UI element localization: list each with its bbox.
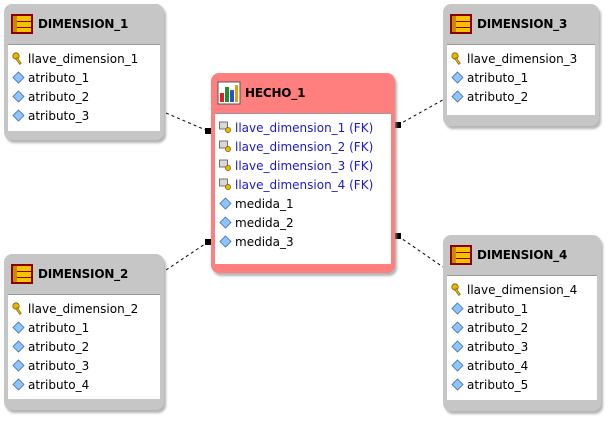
foreign-key-row[interactable]: llave_dimension_3 (FK) bbox=[215, 156, 391, 175]
table-icon bbox=[11, 264, 33, 284]
attribute-diamond-icon bbox=[451, 90, 464, 103]
attribute-diamond-icon bbox=[12, 321, 25, 334]
attribute-diamond-icon bbox=[12, 359, 25, 372]
attribute-diamond-icon bbox=[451, 302, 464, 315]
fact-table-icon bbox=[217, 81, 241, 105]
entity-body: llave_dimension_3 atributo_1 atributo_2 bbox=[447, 44, 595, 115]
attribute-diamond-icon bbox=[219, 197, 232, 210]
entity-title: HECHO_1 bbox=[245, 86, 306, 100]
connector-end-dimension-2 bbox=[205, 239, 211, 245]
entity-title: DIMENSION_1 bbox=[38, 17, 129, 31]
connector-dimension-3 bbox=[397, 96, 449, 126]
attribute-row[interactable]: atributo_3 bbox=[8, 356, 160, 375]
attribute-diamond-icon bbox=[451, 321, 464, 334]
entity-body: llave_dimension_2 atributo_1 atributo_2 … bbox=[8, 294, 160, 399]
attribute-diamond-icon bbox=[451, 359, 464, 372]
primary-key-icon bbox=[12, 52, 22, 65]
entity-header: HECHO_1 bbox=[217, 79, 389, 107]
attribute-diamond-icon bbox=[451, 378, 464, 391]
attribute-row[interactable]: atributo_4 bbox=[447, 356, 597, 375]
attribute-row[interactable]: atributo_1 bbox=[8, 318, 160, 337]
entity-header: DIMENSION_4 bbox=[449, 241, 595, 269]
foreign-key-icon bbox=[219, 178, 231, 190]
attribute-row[interactable]: atributo_1 bbox=[8, 68, 160, 87]
primary-key-row[interactable]: llave_dimension_4 bbox=[447, 280, 597, 299]
attribute-row[interactable]: atributo_3 bbox=[8, 106, 160, 125]
attribute-row[interactable]: atributo_2 bbox=[8, 87, 160, 106]
attribute-diamond-icon bbox=[219, 235, 232, 248]
entity-header: DIMENSION_3 bbox=[449, 10, 593, 38]
connector-end-dimension-4 bbox=[395, 233, 401, 239]
connector-end-dimension-1 bbox=[205, 128, 211, 134]
connector-dimension-4 bbox=[397, 235, 444, 268]
primary-key-row[interactable]: llave_dimension_1 bbox=[8, 49, 160, 68]
primary-key-row[interactable]: llave_dimension_2 bbox=[8, 299, 160, 318]
attribute-row[interactable]: atributo_2 bbox=[447, 87, 595, 106]
connector-dimension-1 bbox=[165, 112, 209, 132]
primary-key-icon bbox=[451, 283, 461, 296]
attribute-diamond-icon bbox=[12, 340, 25, 353]
attribute-row[interactable]: atributo_1 bbox=[447, 299, 597, 318]
entity-header: DIMENSION_2 bbox=[10, 260, 158, 288]
attribute-row[interactable]: atributo_5 bbox=[447, 375, 597, 394]
entity-title: DIMENSION_3 bbox=[477, 17, 568, 31]
primary-key-row[interactable]: llave_dimension_3 bbox=[447, 49, 595, 68]
entity-header: DIMENSION_1 bbox=[10, 10, 158, 38]
table-icon bbox=[450, 245, 472, 265]
foreign-key-row[interactable]: llave_dimension_4 (FK) bbox=[215, 175, 391, 194]
connector-end-dimension-3 bbox=[395, 122, 401, 128]
attribute-diamond-icon bbox=[12, 378, 25, 391]
attribute-row[interactable]: atributo_3 bbox=[447, 337, 597, 356]
attribute-diamond-icon bbox=[12, 71, 25, 84]
entity-body: llave_dimension_1 atributo_1 atributo_2 … bbox=[8, 44, 160, 131]
entity-body: llave_dimension_4 atributo_1 atributo_2 … bbox=[447, 275, 597, 400]
foreign-key-icon bbox=[219, 159, 231, 171]
table-icon bbox=[450, 14, 472, 34]
attribute-diamond-icon bbox=[451, 71, 464, 84]
attribute-diamond-icon bbox=[219, 216, 232, 229]
foreign-key-row[interactable]: llave_dimension_2 (FK) bbox=[215, 137, 391, 156]
entity-dimension-1[interactable]: DIMENSION_1 llave_dimension_1 atributo_1 bbox=[4, 4, 164, 140]
attribute-row[interactable]: atributo_1 bbox=[447, 68, 595, 87]
entity-dimension-3[interactable]: DIMENSION_3 llave_dimension_3 atributo_1 bbox=[443, 4, 599, 126]
entity-dimension-2[interactable]: DIMENSION_2 llave_dimension_2 atributo_1 bbox=[4, 254, 164, 410]
foreign-key-row[interactable]: llave_dimension_1 (FK) bbox=[215, 118, 391, 137]
primary-key-icon bbox=[12, 302, 22, 315]
measure-row[interactable]: medida_1 bbox=[215, 194, 391, 213]
entity-hecho-1[interactable]: HECHO_1 llave_dimension_1 (FK) llave_dim… bbox=[211, 73, 395, 273]
measure-row[interactable]: medida_2 bbox=[215, 213, 391, 232]
attribute-row[interactable]: atributo_4 bbox=[8, 375, 160, 394]
entity-body: llave_dimension_1 (FK) llave_dimension_2… bbox=[215, 113, 391, 264]
foreign-key-icon bbox=[219, 121, 231, 133]
measure-row[interactable]: medida_3 bbox=[215, 232, 391, 251]
entity-dimension-4[interactable]: DIMENSION_4 llave_dimension_4 atributo_1 bbox=[443, 235, 601, 411]
attribute-diamond-icon bbox=[12, 90, 25, 103]
foreign-key-icon bbox=[219, 140, 231, 152]
entity-title: DIMENSION_4 bbox=[477, 248, 568, 262]
attribute-row[interactable]: atributo_2 bbox=[8, 337, 160, 356]
table-icon bbox=[11, 14, 33, 34]
connector-dimension-2 bbox=[165, 241, 209, 271]
entity-title: DIMENSION_2 bbox=[38, 267, 129, 281]
attribute-diamond-icon bbox=[12, 109, 25, 122]
attribute-row[interactable]: atributo_2 bbox=[447, 318, 597, 337]
attribute-diamond-icon bbox=[451, 340, 464, 353]
primary-key-icon bbox=[451, 52, 461, 65]
